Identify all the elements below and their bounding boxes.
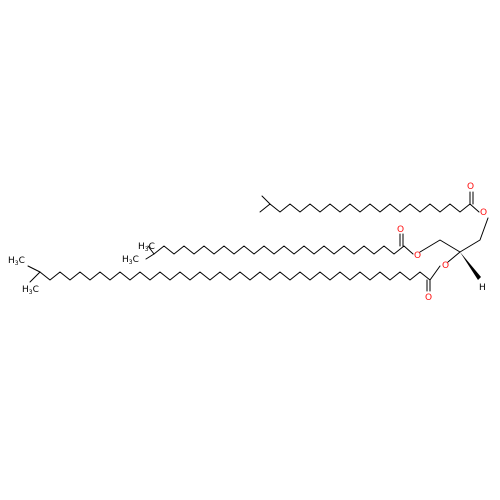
chain-middle-branch-bond [147,245,155,255]
acyl-chain-bottom: O O H3C H3C [8,256,449,303]
chain-bottom-bonds [39,265,441,281]
ester-middle-carbonyl-oxygen: O [397,225,404,235]
glycerol-backbone: H [419,217,489,293]
methyl-label-bottom: H3C [22,285,39,296]
chain-middle-ethyl-bond [145,253,155,260]
stereo-wedge [460,252,481,280]
svg-text:H3C: H3C [138,242,155,253]
svg-text:H3C: H3C [122,255,139,266]
stereo-hydrogen: H [479,283,486,293]
chain-top-bonds [259,203,480,213]
ester-middle-oxygen: O [414,251,421,261]
backbone-bonds [419,217,489,253]
ester-top-oxygen: O [480,208,487,218]
chain-middle-bonds [153,245,414,255]
ester-top-carbonyl-oxygen: O [467,182,474,192]
svg-text:H3C: H3C [8,256,25,267]
acyl-chain-middle: O O H3C H3C [122,225,421,266]
chain-bottom-ethyl-bond [27,265,41,273]
chain-bottom-branch-bond [29,271,41,283]
acyl-chain-top: O O [259,182,487,218]
ethyl-label-bottom: H3C [8,256,25,267]
methyl-label-middle: H3C [138,242,155,253]
ester-bottom-oxygen: O [442,261,449,271]
svg-text:H3C: H3C [22,285,39,296]
backbone-to-lower-oxygen-bond [447,251,461,263]
ester-bottom-carbonyl-oxygen: O [425,293,432,303]
chain-top-branch-bond [261,195,271,205]
ethyl-label-middle: H3C [122,255,139,266]
